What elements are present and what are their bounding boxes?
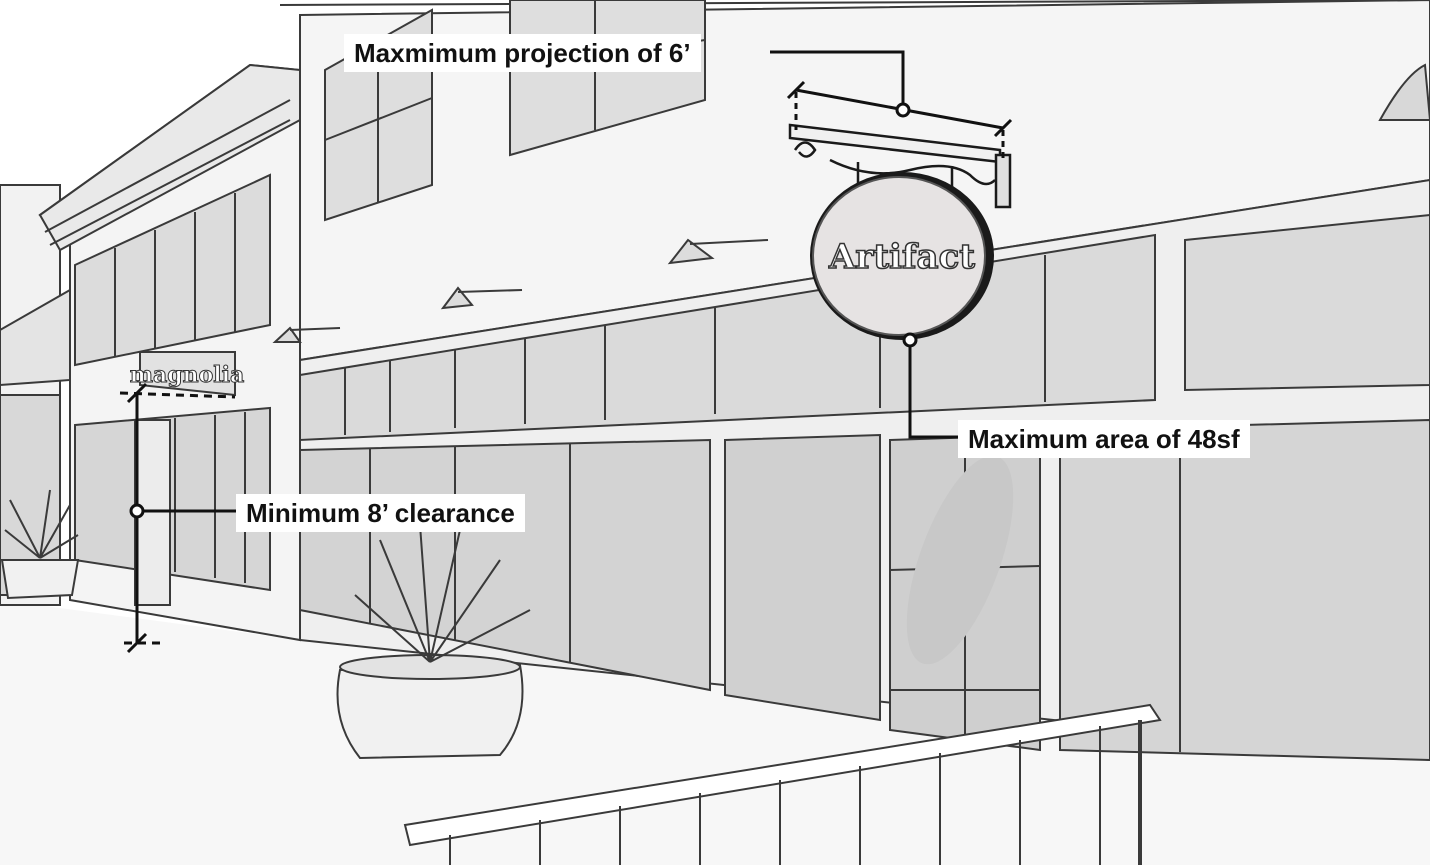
sign-shadow — [906, 455, 1014, 665]
area-leader — [902, 332, 960, 439]
sign-bracket — [788, 123, 1012, 209]
planter-small — [0, 489, 80, 600]
area-callout: Maximum area of 48sf — [958, 420, 1250, 458]
projection-callout: Maxmimum projection of 6’ — [344, 34, 701, 72]
patio-railing — [403, 703, 1162, 865]
planter-large — [336, 524, 531, 760]
wall-lamps — [272, 238, 769, 343]
artifact-blade-sign — [810, 172, 994, 340]
magnolia-wall-sign — [139, 351, 236, 397]
clearance-callout: Minimum 8’ clearance — [236, 494, 525, 532]
magnolia-sign-text: magnolia — [130, 362, 245, 388]
clearance-dimension — [119, 382, 240, 654]
main-building — [279, 0, 1430, 762]
projection-dimension — [770, 50, 1013, 160]
artifact-sign-text: Artifact — [828, 237, 975, 277]
